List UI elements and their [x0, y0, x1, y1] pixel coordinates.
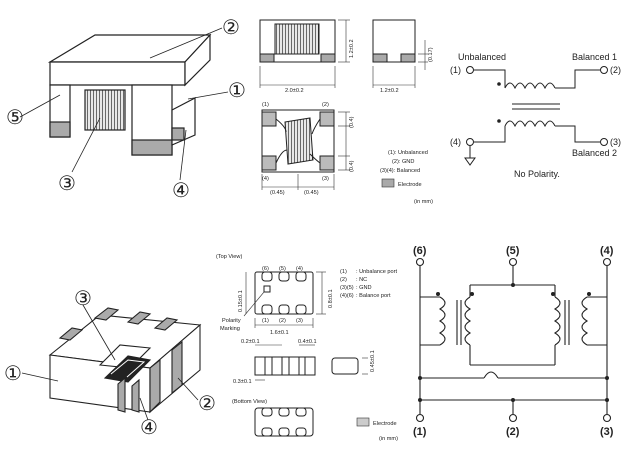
b-legend-1: (1)	[340, 269, 347, 275]
multilayer-chip-3d	[48, 307, 202, 414]
callout-1: ①	[228, 80, 246, 102]
winding	[84, 89, 126, 131]
pad-label-4: (4)	[262, 176, 269, 182]
polarity-line2: Marking	[220, 326, 240, 332]
top-pin-4: (4)	[296, 266, 303, 272]
ml-pattern	[103, 355, 152, 383]
callout-3: ③	[58, 173, 76, 195]
chip-3d-view	[47, 33, 212, 156]
dim-side-small: (0.17)	[428, 47, 434, 62]
unit-label: (in mm)	[414, 199, 433, 205]
b-legend-2: (2)	[340, 277, 347, 283]
sch-pin-4: (4)	[600, 245, 614, 257]
dim-b: 0.4±0.1	[298, 339, 317, 345]
sch-pin-6: (6)	[413, 245, 427, 257]
b-legend-1v: : Unbalance port	[356, 269, 397, 275]
dim-body-width: 1.6±0.1	[270, 330, 289, 336]
b-legend-3: (3)(5)	[340, 285, 354, 291]
top-view-outline	[254, 271, 314, 315]
right-electrode	[131, 139, 173, 156]
label-unbalanced: Unbalanced	[458, 52, 506, 62]
legend-line-2: (2): GND	[392, 159, 414, 165]
dim-c: 0.3±0.1	[233, 379, 252, 385]
sch-pin-5: (5)	[506, 245, 520, 257]
bottom-view-outline	[254, 407, 314, 437]
back-electrode	[171, 127, 185, 141]
bottom-pin-legend: (1) : Unbalance port (2) : NC (3)(5) : G…	[340, 269, 397, 299]
terminal-2	[600, 66, 608, 74]
terminal-1	[466, 66, 474, 74]
schem-pin3: (3)	[610, 137, 621, 147]
bottom-view-label: (Bottom View)	[232, 399, 267, 405]
front-dimension-view	[259, 19, 336, 63]
dim-width: 2.0±0.2	[285, 88, 304, 94]
sch-pin-3: (3)	[600, 426, 614, 438]
top-callouts: ② ① ⑤ ③ ④	[6, 17, 246, 202]
callout-2: ②	[222, 17, 240, 39]
label-balanced1: Balanced 1	[572, 52, 617, 62]
top-pin-6: (6)	[262, 266, 269, 272]
balun-schematic-bottom	[415, 257, 612, 423]
terminal-3	[600, 138, 608, 146]
b-legend-4v: : Balance port	[356, 293, 391, 299]
pad-label-2: (2)	[322, 102, 329, 108]
sch-pin-2: (2)	[506, 426, 520, 438]
dim-body-height: 0.8±0.1	[328, 289, 334, 308]
chip-top-face	[47, 34, 212, 63]
bot-pin-3: (3)	[296, 318, 303, 324]
legend-line-3: (3)(4): Balanced	[380, 168, 420, 174]
left-electrode	[49, 121, 71, 138]
dim-height: 1.2±0.2	[349, 39, 355, 58]
terminal-4	[466, 138, 474, 146]
bottom-callout-1: ①	[4, 363, 22, 385]
bot-pin-2: (2)	[279, 318, 286, 324]
b-electrode-label: Electrode	[373, 421, 397, 427]
pad-layout-view	[261, 109, 335, 173]
legend-line-1: (1): Unbalanced	[388, 150, 428, 156]
callout-4: ④	[172, 180, 190, 202]
bottom-callout-3: ③	[74, 288, 92, 310]
top-pin-legend: (1): Unbalanced (2): GND (3)(4): Balance…	[380, 150, 433, 205]
bot-pin-1: (1)	[262, 318, 269, 324]
bottom-callout-2: ②	[198, 393, 216, 415]
side-view	[254, 356, 359, 376]
dim-pad-a: (0.45)	[270, 190, 285, 196]
top-pin-5: (5)	[279, 266, 286, 272]
b-legend-2v: : NC	[356, 277, 367, 283]
schem-pin4: (4)	[450, 137, 461, 147]
electrode-swatch	[381, 178, 395, 188]
b-unit-label: (in mm)	[379, 436, 398, 442]
pad-label-3: (3)	[322, 176, 329, 182]
chip-front-face	[49, 61, 186, 86]
dim-pad-h1: (0.4)	[349, 116, 355, 128]
sch-pin-1: (1)	[413, 426, 427, 438]
label-balanced2: Balanced 2	[572, 148, 617, 158]
b-electrode-swatch	[356, 417, 370, 427]
bottom-callout-4: ④	[140, 417, 158, 439]
dim-d: 0.45±0.1	[370, 350, 376, 372]
b-legend-4: (4)(6)	[340, 293, 354, 299]
side-dimension-view	[372, 19, 416, 63]
dim-pad-b: (0.45)	[304, 190, 319, 196]
schem-pin2: (2)	[610, 65, 621, 75]
polarity-line1: Polarity	[222, 318, 241, 324]
dim-side-width: 1.2±0.2	[380, 88, 399, 94]
b-legend-3v: : GND	[356, 285, 372, 291]
top-view-label: (Top View)	[216, 254, 242, 260]
electrode-label: Electrode	[398, 182, 422, 188]
pad-label-1: (1)	[262, 102, 269, 108]
callout-5: ⑤	[6, 107, 24, 129]
chip-side-face	[184, 33, 211, 87]
dim-a: 0.2±0.1	[241, 339, 260, 345]
dim-body-side: 0.15±0.1	[238, 290, 244, 312]
dim-pad-h2: (0.4)	[349, 160, 355, 172]
no-polarity-note: No Polarity.	[514, 169, 560, 179]
schem-pin1: (1)	[450, 65, 461, 75]
balun-schematic-top	[464, 66, 608, 166]
